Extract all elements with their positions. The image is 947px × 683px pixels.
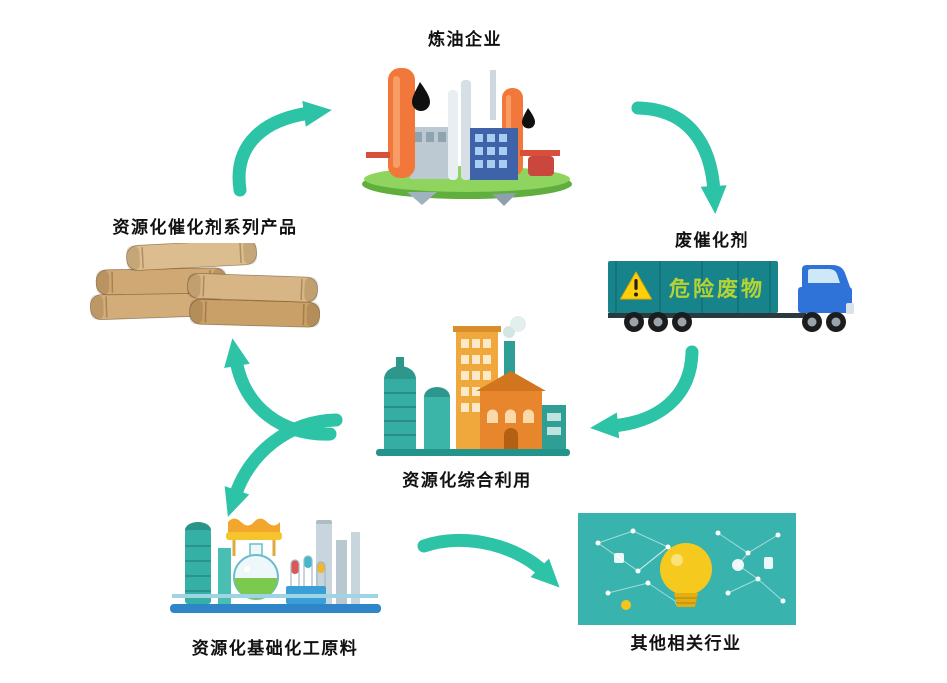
lightbulb-icon [660, 543, 712, 607]
truck-wheels [624, 312, 846, 332]
storage-tank [384, 379, 416, 449]
label-refinery: 炼油企业 [428, 30, 502, 49]
catalyst-product-bags-illustration [89, 243, 321, 329]
reactor-column [185, 530, 211, 604]
oil-drop-icon [412, 82, 430, 111]
hazard-warning-icon [620, 271, 652, 300]
arrow-refinery-to-spent-catalyst [631, 101, 727, 214]
label-recycling: 资源化综合利用 [402, 471, 532, 490]
chimney [504, 341, 515, 393]
other-industries-illustration [578, 513, 796, 625]
label-catalyst-products: 资源化催化剂系列产品 [112, 218, 298, 237]
truck-cab [798, 287, 852, 313]
refinery-illustration [362, 68, 572, 206]
label-other-industries: 其他相关行业 [630, 634, 742, 653]
arrow-spent-catalyst-to-recycling [590, 345, 699, 439]
arrow-basic-chemicals-to-other-industries [417, 533, 560, 588]
arrow-recycling-to-products [224, 338, 337, 441]
truck-cargo-text: 危险废物 [669, 277, 765, 301]
distillation-tower [388, 68, 415, 178]
label-spent-catalyst: 废催化剂 [675, 231, 749, 250]
recycling-plant-illustration [376, 316, 570, 456]
arrow-recycling-to-basic-chemicals [224, 413, 343, 517]
arrow-products-to-refinery [232, 100, 332, 197]
oil-drop-icon [522, 108, 535, 129]
hazardous-waste-truck-illustration: 危险废物 [608, 261, 854, 332]
label-basic-chemicals: 资源化基础化工原料 [191, 639, 359, 658]
chemical-plant-illustration [170, 518, 381, 613]
